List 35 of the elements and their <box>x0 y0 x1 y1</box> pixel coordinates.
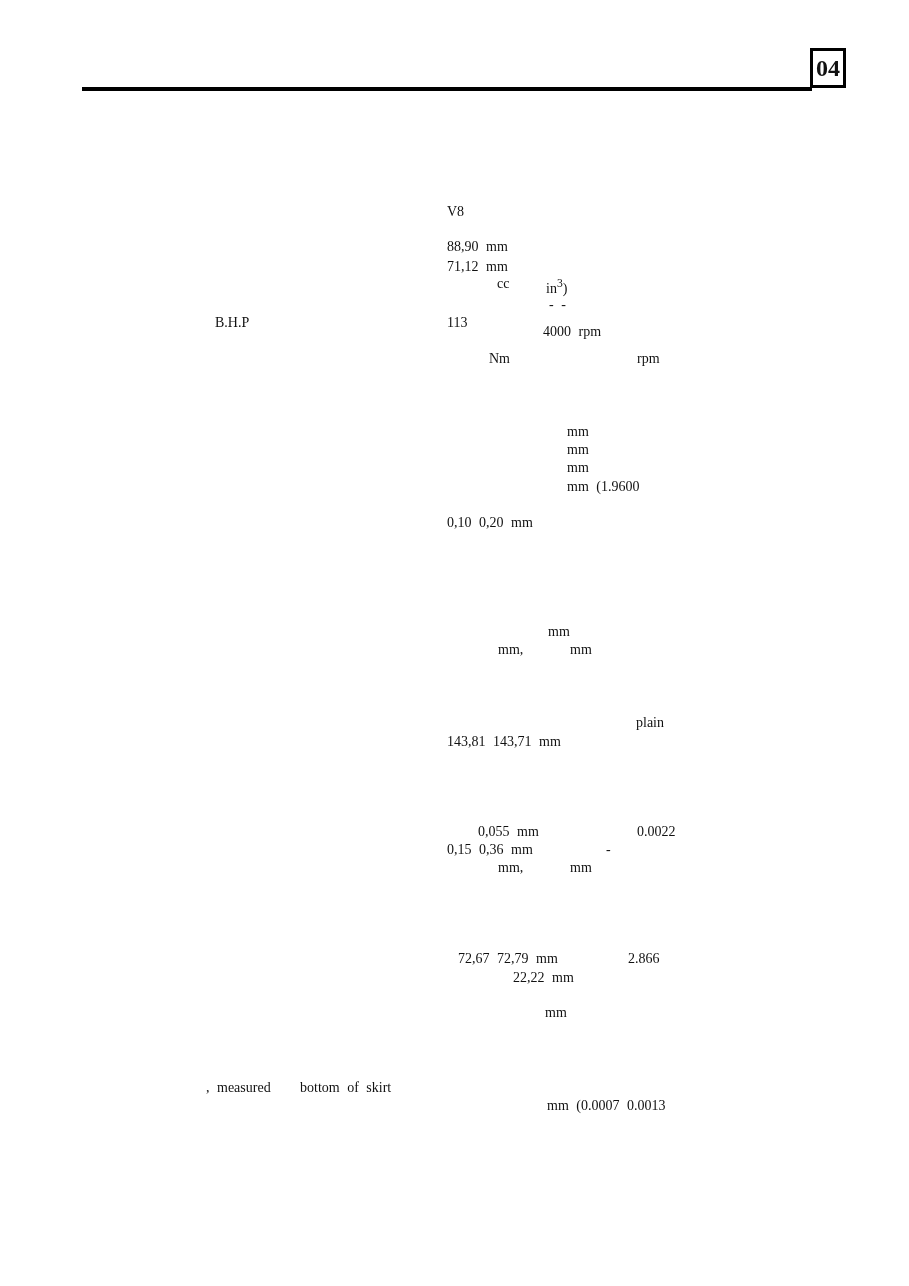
spec-text: 0,15 0,36 mm <box>447 841 533 859</box>
spec-text: 113 <box>447 314 468 332</box>
spec-text: 88,90 mm <box>447 238 508 256</box>
spec-text: mm, <box>498 859 524 877</box>
spec-text: - <box>606 841 611 859</box>
spec-text: mm <box>567 459 589 477</box>
spec-text: 72,67 72,79 mm <box>458 950 558 968</box>
chapter-number-box: 04 <box>810 48 846 88</box>
spec-text: mm <box>567 423 589 441</box>
spec-text: rpm <box>637 350 660 368</box>
spec-text: 22,22 mm <box>513 969 574 987</box>
spec-text: 143,81 143,71 mm <box>447 733 561 751</box>
spec-text: 4000 rpm <box>543 323 602 341</box>
spec-text: 0.0022 <box>637 823 676 841</box>
spec-text: plain <box>636 714 664 732</box>
spec-text: 2.866 <box>628 950 660 968</box>
spec-text: mm, <box>498 641 524 659</box>
spec-text: mm <box>570 859 592 877</box>
spec-text: mm <box>567 441 589 459</box>
spec-text: in$^{3}$) <box>546 276 568 298</box>
spec-text: mm <box>570 641 592 659</box>
spec-text: 0,055 mm <box>478 823 539 841</box>
spec-text: V8 <box>447 203 465 221</box>
spec-text: bottom of skirt <box>300 1079 392 1097</box>
spec-text: cc <box>497 275 510 293</box>
spec-text: 0,10 0,20 mm <box>447 514 533 532</box>
spec-text: mm <box>545 1004 567 1022</box>
spec-text: , measured <box>206 1079 271 1097</box>
spec-text: B.H.P <box>215 314 250 332</box>
spec-text: - - <box>549 296 566 314</box>
spec-text: mm <box>548 623 570 641</box>
spec-text: mm (1.9600 <box>567 478 640 496</box>
spec-text: Nm <box>489 350 510 368</box>
spec-text: mm (0.0007 0.0013 <box>547 1097 666 1115</box>
spec-text: 71,12 mm <box>447 258 508 276</box>
